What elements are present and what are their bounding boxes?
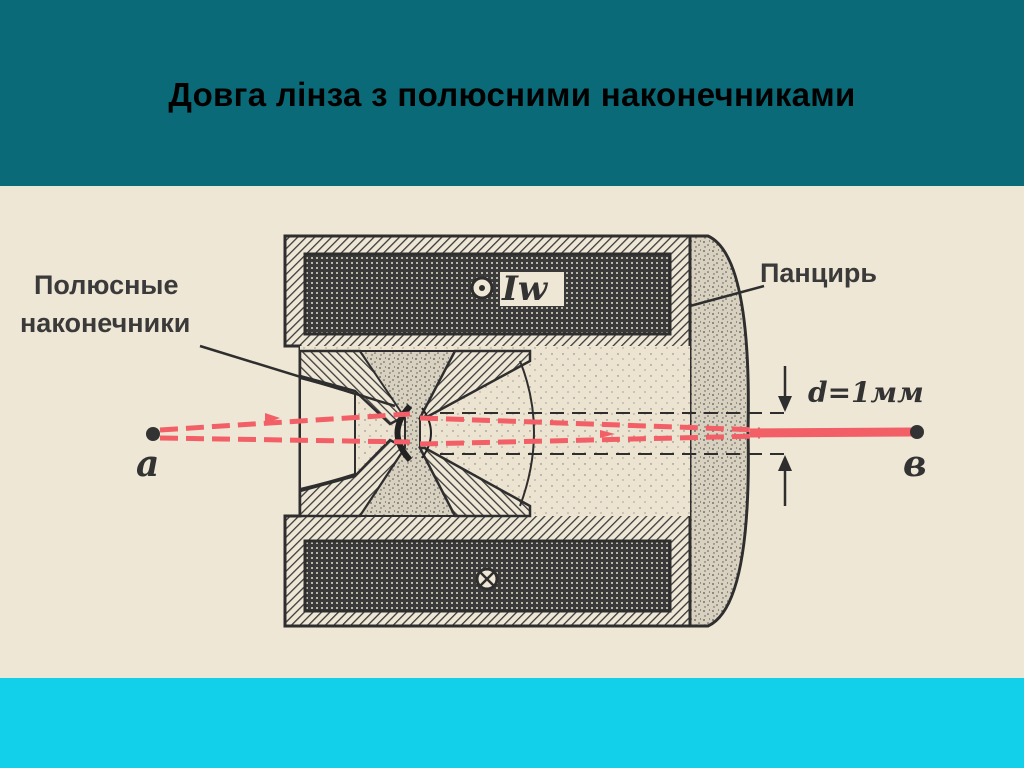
gap-dimension (778, 366, 792, 506)
point-a-marker (146, 427, 160, 441)
pole-piece-right (417, 349, 535, 518)
armor-label: Панцирь (760, 258, 877, 288)
point-b-marker (910, 425, 924, 439)
lens-diagram: Iw a в Полюсные наконечники Панцирь d=1м… (20, 234, 927, 628)
pole-pieces-label-line1: Полюсные (34, 270, 178, 300)
slide-title: Довга лінза з полюсними наконечниками (168, 76, 856, 113)
pole-pieces-leader (199, 344, 396, 408)
gap-label: d=1мм (808, 376, 924, 409)
point-a-label: a (136, 443, 159, 485)
coil-label: Iw (501, 269, 549, 309)
coil-current-out-icon (470, 276, 494, 300)
electron-beam (159, 411, 913, 447)
footer-band (0, 678, 1024, 768)
point-b-label: в (903, 443, 927, 485)
coil-current-in-icon (475, 567, 499, 591)
armor-leader (689, 284, 765, 308)
pole-pieces-label-line2: наконечники (20, 308, 190, 338)
header-band (0, 0, 1024, 186)
